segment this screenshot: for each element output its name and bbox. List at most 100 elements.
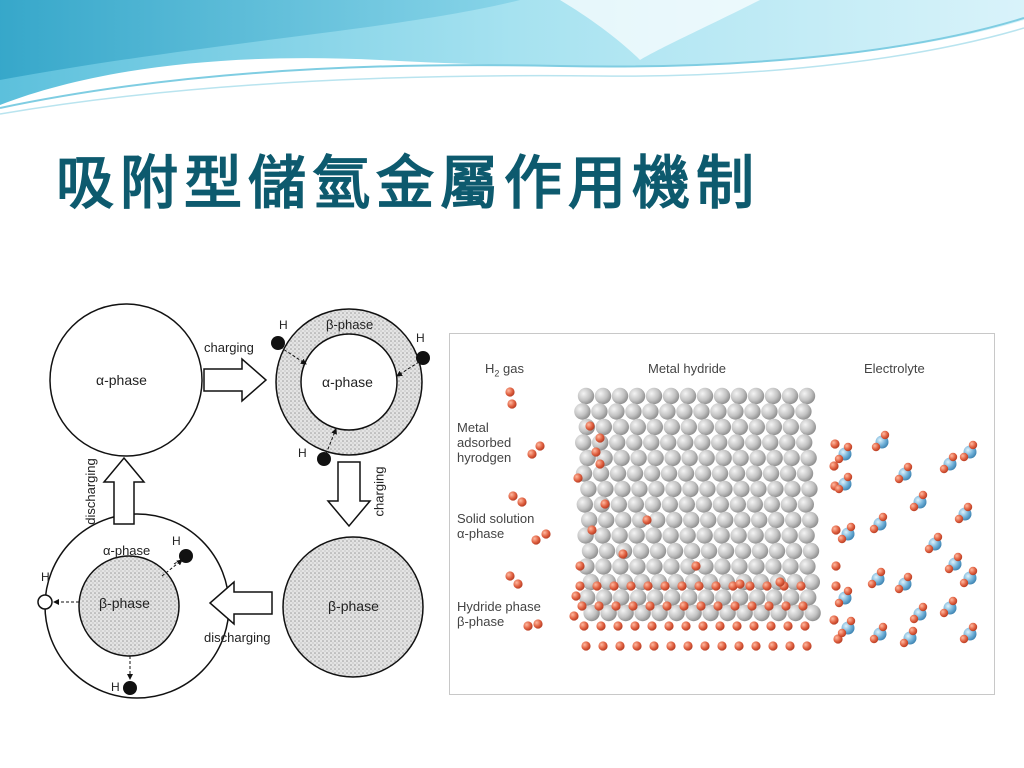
metal-atom (645, 387, 663, 405)
metal-atom (711, 434, 728, 451)
metal-atom (678, 496, 695, 513)
hydrogen-label: H (172, 534, 181, 548)
hydrogen-atom (728, 581, 738, 591)
metal-atom (649, 542, 667, 560)
metal-atom (780, 496, 797, 513)
metal-atom (642, 403, 659, 420)
metal-atom (682, 480, 699, 498)
hydrogen-atom (745, 581, 755, 591)
metal-atom (711, 465, 729, 482)
hydrogen-atom (609, 581, 619, 591)
hydrogen-atom (591, 447, 601, 457)
metal-atom (764, 527, 781, 544)
hydrogen-atom (587, 525, 597, 535)
metal-atom (748, 558, 765, 575)
hydrogen-atom (683, 641, 693, 651)
hydrogen-atom (762, 581, 772, 591)
metal-atom (613, 449, 630, 467)
metal-atom (677, 465, 695, 482)
metal-atom (680, 558, 697, 575)
metal-atom (715, 449, 732, 467)
hydrogen-atom (615, 641, 625, 651)
metal-atom (632, 511, 649, 529)
metal-atom (625, 403, 642, 420)
hydrogen-atom (595, 459, 605, 469)
metal-atom (761, 403, 778, 420)
metal-atom (592, 465, 610, 482)
metal-atom (626, 434, 643, 451)
metal-atom (683, 542, 701, 560)
hydrogen-atom (903, 572, 913, 582)
metal-atom (597, 480, 614, 498)
metal-atom (778, 403, 795, 420)
hydrogen-atom (959, 452, 969, 462)
hydrogen-atom (948, 452, 958, 462)
metal-atom (779, 465, 797, 482)
alpha-phase-circle (49, 303, 203, 457)
metal-atom (798, 527, 815, 544)
hydrogen-atom (834, 598, 844, 608)
metal-atom (765, 558, 782, 575)
hydrogen-atom (679, 601, 689, 611)
metal-atom (577, 387, 595, 405)
metal-atom (660, 434, 677, 451)
metal-atom (750, 480, 767, 498)
hydrogen-atom (734, 641, 744, 651)
metal-atom (646, 418, 663, 436)
metal-atom (664, 449, 681, 467)
metal-atom (576, 496, 593, 513)
hydrogen-atom (831, 525, 841, 535)
hydrogen-atom (968, 566, 978, 576)
metal-atom (665, 480, 682, 498)
metal-atom (677, 434, 694, 451)
hydrogen-atom (871, 442, 881, 452)
metal-atom (598, 511, 615, 529)
hydrogen-atom (802, 641, 812, 651)
hydrogen-atom (747, 601, 757, 611)
lattice-svg (505, 387, 978, 651)
metal-atom (697, 418, 714, 436)
hydrogen-atom (581, 641, 591, 651)
metal-atom (612, 418, 629, 436)
hydrogen-atom (829, 461, 839, 471)
hydrogen-atom (880, 430, 890, 440)
metal-atom (727, 403, 744, 420)
metal-atom (765, 418, 782, 436)
hydrogen-atom (531, 535, 541, 545)
hydrogen-atom (867, 579, 877, 589)
metal-atom (751, 542, 769, 560)
metal-atom (766, 449, 783, 467)
metal-atom (802, 511, 819, 529)
hydrogen-atom (796, 581, 806, 591)
metal-atom (594, 387, 612, 405)
hydrogen-atom (711, 581, 721, 591)
hydrogen-atom (909, 502, 919, 512)
metal-atom (574, 403, 591, 420)
hydrogen-atom (579, 621, 589, 631)
hydrogen-atom (600, 499, 610, 509)
hydrogen-atom (894, 584, 904, 594)
discharging-label: discharging (204, 630, 271, 645)
metal-atom (608, 403, 625, 420)
metal-atom (749, 449, 766, 467)
arrow-discharging-left (208, 580, 273, 626)
hydrogen-atom (954, 514, 964, 524)
metal-atom (631, 480, 648, 498)
hydrogen-atom (908, 626, 918, 636)
hydrogen-atom (834, 484, 844, 494)
metal-atom (629, 418, 646, 436)
alpha-phase-label: α-phase (322, 374, 373, 390)
metal-atom (797, 496, 814, 513)
hydrogen-label: H (41, 570, 50, 584)
metal-atom (783, 449, 800, 467)
metal-atom (696, 527, 713, 544)
hydrogen-atom (903, 462, 913, 472)
header-wave-decoration (0, 0, 1024, 115)
metal-atom (595, 558, 612, 575)
beta-phase-core (78, 555, 180, 657)
hydrogen-atom (846, 616, 856, 626)
hydrogen-atom (649, 641, 659, 651)
metal-atom (717, 542, 735, 560)
hydrogen-atom (751, 641, 761, 651)
metal-atom (764, 387, 782, 405)
